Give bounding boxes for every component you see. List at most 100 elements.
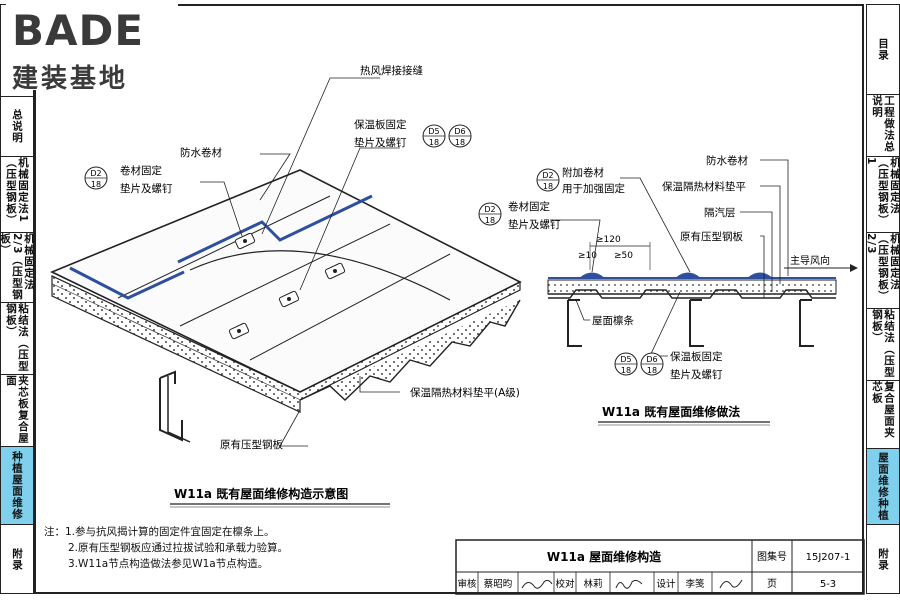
- washer-group: [228, 232, 346, 340]
- svg-text:18: 18: [91, 180, 101, 189]
- design-signature: [719, 579, 743, 589]
- check-name: 林莉: [583, 578, 602, 590]
- label-right-insulation-fix-2: 垫片及螺钉: [670, 368, 723, 381]
- atlas-number: 15J207-1: [806, 552, 851, 563]
- drawing-frame: [34, 4, 864, 594]
- label-vapor-barrier: 隔汽层: [704, 206, 736, 219]
- check-label: 校对: [555, 578, 575, 590]
- membrane-surface: [50, 169, 522, 393]
- svg-text:D6: D6: [454, 127, 465, 136]
- label-insulation-pad: 保温隔热材料垫平(A级): [410, 386, 520, 399]
- brand-logo: BADE 建装基地: [6, 4, 178, 94]
- ref-d6-left: D6 18: [448, 124, 472, 148]
- purlin-section: [689, 299, 704, 347]
- corrugated-edge: [299, 299, 521, 401]
- ref-d6-right: D6 18: [640, 352, 664, 376]
- title-block-text: W11a 屋面维修构造 图集号 15J207-1 审核 蔡昭昀 校对 林莉 设计…: [457, 549, 850, 590]
- note-line: 1.参与抗风揭计算的固定件宜固定在檩条上。: [65, 526, 275, 538]
- section-steel-deck: [548, 289, 836, 299]
- svg-text:18: 18: [621, 366, 631, 375]
- svg-text:D2: D2: [484, 205, 495, 214]
- svg-text:18: 18: [647, 366, 657, 375]
- review-name: 蔡昭昀: [484, 578, 513, 590]
- label-existing-steel: 原有压型钢板: [220, 438, 283, 451]
- page-label: 页: [767, 578, 777, 590]
- sheet-title: W11a 屋面维修构造: [547, 549, 662, 564]
- page-number: 5-3: [820, 579, 836, 590]
- right-nav-item-toc[interactable]: 目录: [867, 5, 899, 95]
- logo-brand: BADE: [12, 6, 145, 55]
- left-figure-caption: W11a 既有屋面维修构造示意图: [174, 486, 348, 501]
- purlin-section: [567, 299, 582, 347]
- right-nav-item-bond[interactable]: 粘结法（压型钢板）: [867, 309, 899, 381]
- panel-seam-1: [117, 195, 331, 299]
- svg-text:D5: D5: [428, 127, 439, 136]
- dim-50: ≥50: [614, 251, 633, 261]
- right-nav-item-mech23[interactable]: 机械固定法（压型钢板）2/3: [865, 233, 900, 309]
- label-right-insulation-fix-1: 保温板固定: [670, 350, 723, 363]
- label-membrane-fix-2: 垫片及螺钉: [120, 182, 173, 195]
- label-purlin: 屋面檩条: [592, 314, 634, 327]
- title-block-grid: [455, 539, 865, 595]
- notes-block: 注：1.参与抗风揭计算的固定件宜固定在檩条上。 2.原有压型钢板应通过拉拔试验和…: [44, 524, 288, 572]
- panel-seam-2: [179, 223, 391, 327]
- svg-text:D5: D5: [620, 355, 631, 364]
- left-nav: 目录 总说明 机械固定法1（压型钢板） 机械固定法2/3（压型钢板） 粘结法（压…: [0, 4, 35, 594]
- note-line: 2.原有压型钢板应通过拉拔试验和承载力验算。: [68, 542, 289, 554]
- exposed-arc: [189, 250, 451, 301]
- label-extra-membrane-1: 附加卷材: [562, 166, 604, 179]
- label-wind-direction: 主导风向: [790, 254, 830, 267]
- svg-text:18: 18: [485, 216, 495, 225]
- right-nav-item-mech1[interactable]: 机械固定法（压型钢板）1: [865, 157, 900, 233]
- fixing-bump: [747, 272, 773, 279]
- label-right-insulation: 保温隔热材料垫平: [662, 180, 746, 193]
- svg-text:18: 18: [429, 138, 439, 147]
- left-nav-item-sandwich[interactable]: 夹芯板复合屋面: [1, 375, 33, 447]
- right-nav-item-sandwich[interactable]: 复合屋面夹芯板: [867, 381, 899, 449]
- left-nav-item-repair[interactable]: 种植屋面维修: [1, 447, 33, 525]
- label-right-membrane-fix-1: 卷材固定: [508, 200, 550, 213]
- ref-d5-right: D5 18: [614, 352, 638, 376]
- right-nav-item-general[interactable]: 工程做法总说明: [867, 95, 899, 157]
- label-insulation-fix-1: 保温板固定: [354, 118, 407, 131]
- ref-d2-left: D2 18: [84, 166, 108, 190]
- design-name: 李笺: [685, 578, 705, 590]
- right-nav-item-repair[interactable]: 屋面维修种植: [867, 449, 899, 525]
- dim-10: ≥10: [578, 251, 597, 261]
- check-signature: [615, 579, 643, 589]
- left-isometric-figure: 热风焊接接缝 保温板固定 垫片及螺钉 防水卷材 卷材固定 垫片及螺钉 保温隔热材…: [50, 64, 522, 508]
- review-label: 审核: [457, 578, 477, 590]
- svg-text:D2: D2: [90, 169, 101, 178]
- label-hot-air-seam: 热风焊接接缝: [360, 64, 423, 77]
- svg-text:18: 18: [455, 138, 465, 147]
- right-figure-caption: W11a 既有屋面维修做法: [602, 404, 740, 419]
- purlin-section: [799, 299, 814, 347]
- label-right-waterproof: 防水卷材: [706, 154, 748, 167]
- fixing-bump: [579, 272, 605, 279]
- left-nav-item-mech1[interactable]: 机械固定法1（压型钢板）: [1, 157, 33, 233]
- left-nav-item-appendix[interactable]: 附录: [11, 547, 23, 571]
- svg-text:D6: D6: [646, 355, 657, 364]
- review-signature: [521, 579, 553, 589]
- insulation-front-face: [51, 284, 301, 413]
- design-label: 设计: [656, 578, 676, 590]
- notes-heading: 注：: [44, 526, 65, 538]
- left-nav-item-mech23[interactable]: 机械固定法2/3（压型钢板）: [0, 233, 35, 303]
- svg-text:D2: D2: [542, 171, 553, 180]
- label-extra-membrane-2: 用于加强固定: [562, 182, 625, 195]
- dim-120: ≥120: [596, 235, 621, 245]
- ref-d2b-right: D2 18: [478, 202, 502, 226]
- label-waterproof-membrane: 防水卷材: [180, 146, 222, 159]
- purlin-shape: [159, 370, 183, 442]
- label-insulation-fix-2: 垫片及螺钉: [354, 136, 407, 149]
- ref-d5-left: D5 18: [422, 124, 446, 148]
- membrane-lap-left: [69, 266, 185, 300]
- section-insulation: [547, 279, 837, 295]
- purlin-inner: [167, 376, 191, 443]
- membrane-lap-top: [177, 194, 373, 264]
- left-nav-item-bond[interactable]: 粘结法（压型钢板）: [1, 303, 33, 375]
- label-right-steel: 原有压型钢板: [680, 230, 743, 243]
- left-nav-item-general[interactable]: 总说明: [1, 97, 33, 157]
- right-nav-item-appendix[interactable]: 附录: [877, 547, 889, 571]
